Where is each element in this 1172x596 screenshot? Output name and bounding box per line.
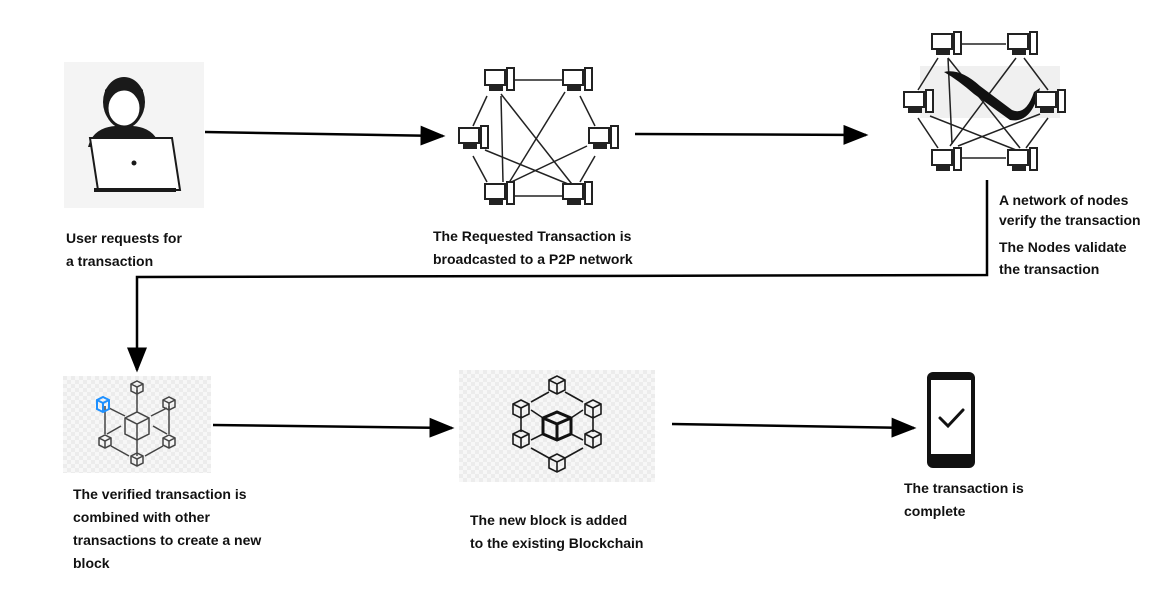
node-network-verify-icon [900, 28, 1072, 178]
arrow-combine-to-add [212, 417, 455, 438]
blockchain-cubes-icon [459, 370, 655, 482]
caption-combine: The verified transaction is combined wit… [73, 486, 262, 571]
caption-complete: The transaction is complete [904, 480, 1024, 519]
smartphone-check-icon [925, 370, 977, 470]
caption-broadcast: The Requested Transaction is broadcasted… [433, 228, 633, 267]
caption-validate: The Nodes validate the transaction [999, 239, 1127, 277]
arrow-verify-to-combine [127, 180, 989, 373]
caption-add-block: The new block is added to the existing B… [470, 512, 644, 551]
arrow-add-to-complete [671, 417, 917, 438]
block-cube-network-icon [63, 376, 211, 473]
user-laptop-icon [64, 62, 204, 208]
arrow-user-to-network [204, 125, 446, 146]
caption-verify: A network of nodes verify the transactio… [999, 192, 1141, 228]
caption-user-request: User requests for a transaction [66, 230, 182, 269]
arrow-network-to-verify [634, 124, 869, 145]
p2p-network-icon [455, 60, 625, 215]
